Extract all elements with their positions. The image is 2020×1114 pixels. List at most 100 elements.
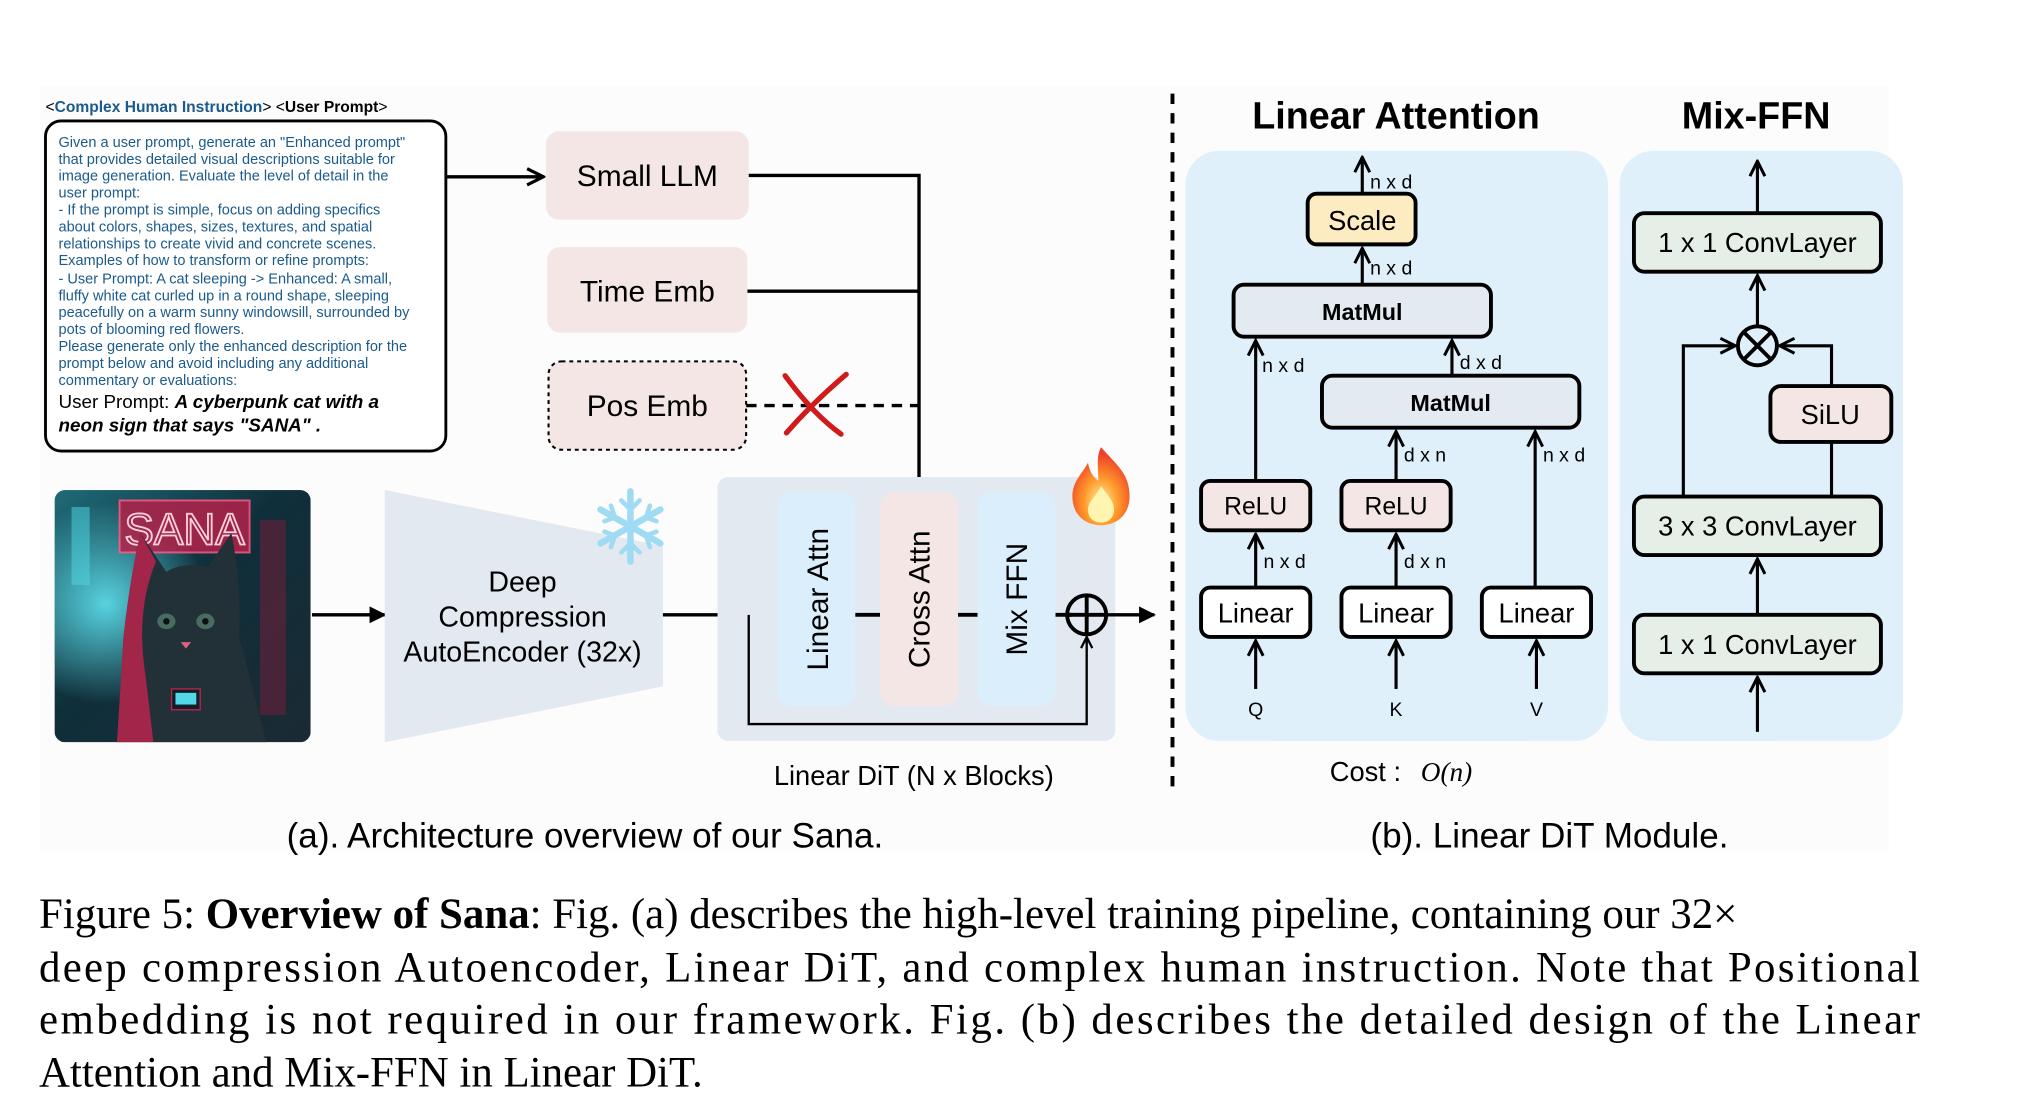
small-llm-box bbox=[545, 131, 749, 220]
conv1x1-bottom-label: 1 x 1 ConvLayer bbox=[1658, 629, 1857, 660]
dim-label: d x n bbox=[1404, 444, 1446, 466]
caption-line-3: embedding is not required in our framewo… bbox=[39, 996, 1920, 1043]
linear-attention-title: Linear Attention bbox=[1252, 95, 1540, 137]
conv1x1-top-box bbox=[1631, 211, 1883, 274]
instruction-line: pots of blooming red flowers. bbox=[58, 322, 244, 338]
dim-label: n x d bbox=[1263, 551, 1305, 573]
complex-instruction-label: Complex Human Instruction bbox=[55, 99, 263, 116]
time-emb-label: Time Emb bbox=[580, 276, 715, 309]
mix-ffn-panel bbox=[1619, 150, 1904, 741]
dim-label: n x d bbox=[1262, 355, 1304, 377]
encoder-label-1: Deep bbox=[488, 566, 556, 598]
gate-silu-path bbox=[1780, 346, 1834, 387]
multiply-icon bbox=[1735, 324, 1779, 368]
panel-a: <Complex Human Instruction> <User Prompt… bbox=[44, 99, 1156, 856]
panel-b-caption: (b). Linear DiT Module. bbox=[1370, 817, 1728, 856]
relu-q-box bbox=[1199, 479, 1313, 533]
conv3x3-box bbox=[1631, 494, 1883, 557]
instruction-line: - User Prompt: A cat sleeping -> Enhance… bbox=[58, 271, 392, 287]
small-llm-label: Small LLM bbox=[577, 160, 718, 193]
scale-label: Scale bbox=[1328, 205, 1396, 236]
cost-value: O(n) bbox=[1421, 757, 1473, 787]
user-prompt-text: A cyberpunk cat with a bbox=[174, 391, 379, 412]
matmul-inner-box bbox=[1320, 373, 1582, 430]
instruction-line: peacefully on a warm sunny windowsill, s… bbox=[58, 305, 410, 321]
instruction-line: Given a user prompt, generate an "Enhanc… bbox=[58, 135, 405, 151]
dim-label: d x d bbox=[1460, 352, 1502, 374]
instruction-line: fluffy white cat curled up in a round sh… bbox=[58, 288, 388, 304]
linear-attn-block bbox=[777, 492, 856, 706]
input-q-label: Q bbox=[1248, 699, 1263, 721]
dim-label: n x d bbox=[1543, 444, 1585, 466]
user-prompt-text-2: neon sign that says "SANA" . bbox=[58, 415, 321, 436]
input-k-label: K bbox=[1390, 699, 1403, 721]
dim-label: n x d bbox=[1370, 171, 1412, 193]
figure-caption: Figure 5: Overview of Sana: Fig. (a) des… bbox=[39, 891, 1920, 1097]
red-x-icon bbox=[782, 371, 849, 437]
autoencoder-trapezoid bbox=[384, 490, 663, 743]
instruction-line: prompt below and avoid including any add… bbox=[58, 356, 368, 372]
conv1x1-bottom-box bbox=[1631, 612, 1883, 676]
cost-label: Cost : bbox=[1330, 756, 1401, 787]
caption-line-4: Attention and Mix-FFN in Linear DiT. bbox=[39, 1050, 703, 1097]
encoder-label-3: AutoEncoder (32x) bbox=[403, 637, 641, 669]
relu-q-label: ReLU bbox=[1224, 494, 1287, 521]
user-prompt-label: User Prompt bbox=[285, 99, 379, 116]
instruction-line: user prompt: bbox=[58, 186, 140, 202]
caption-line-1-rest: : Fig. (a) describes the high-level trai… bbox=[530, 891, 1738, 938]
linear-attn-label: Linear Attn bbox=[802, 528, 835, 671]
caption-line-1: Figure 5: Overview of Sana: Fig. (a) des… bbox=[39, 891, 1737, 938]
mix-ffn-block bbox=[977, 492, 1056, 706]
cross-attn-block bbox=[880, 492, 959, 706]
matmul-top-label: MatMul bbox=[1322, 299, 1403, 325]
instruction-line: about colors, shapes, sizes, textures, a… bbox=[58, 219, 372, 235]
matmul-top-box bbox=[1231, 282, 1493, 339]
linear-q-box bbox=[1199, 585, 1313, 639]
relu-k-label: ReLU bbox=[1364, 494, 1427, 521]
time-emb-box bbox=[547, 246, 748, 333]
generated-cat-image: SANA bbox=[54, 490, 311, 743]
caption-title: Overview of Sana bbox=[206, 891, 530, 938]
instruction-line: image generation. Evaluate the level of … bbox=[58, 169, 388, 185]
instruction-line: Examples of how to transform or refine p… bbox=[58, 253, 368, 269]
input-v-label: V bbox=[1530, 699, 1543, 721]
instruction-line: commentary or evaluations: bbox=[58, 373, 237, 389]
pos-emb-box bbox=[547, 360, 748, 451]
encoder-label-2: Compression bbox=[438, 602, 606, 634]
user-prompt-line: User Prompt: A cyberpunk cat with a bbox=[58, 391, 379, 412]
pos-emb-label: Pos Emb bbox=[587, 390, 708, 423]
linear-k-label: Linear bbox=[1358, 598, 1434, 629]
cross-attn-label: Cross Attn bbox=[903, 530, 936, 668]
linear-dit-label: Linear DiT (N x Blocks) bbox=[774, 760, 1054, 791]
dim-label: n x d bbox=[1370, 257, 1412, 279]
mix-ffn-title: Mix-FFN bbox=[1682, 95, 1831, 137]
user-prompt-prefix: User Prompt: bbox=[58, 391, 169, 412]
linear-q-label: Linear bbox=[1218, 598, 1294, 629]
silu-label: SiLU bbox=[1801, 399, 1860, 430]
linear-v-label: Linear bbox=[1499, 598, 1575, 629]
snowflake-icon bbox=[597, 488, 664, 565]
instruction-box bbox=[44, 119, 448, 453]
scale-box bbox=[1305, 191, 1418, 247]
instruction-line: that provides detailed visual descriptio… bbox=[58, 152, 395, 168]
conv3x3-label: 3 x 3 ConvLayer bbox=[1658, 511, 1857, 542]
conv1x1-top-label: 1 x 1 ConvLayer bbox=[1658, 227, 1857, 258]
add-icon bbox=[1065, 593, 1109, 637]
residual-connection bbox=[747, 614, 1087, 726]
mix-ffn-label: Mix FFN bbox=[1001, 543, 1034, 656]
linear-k-box bbox=[1339, 585, 1453, 639]
linear-v-box bbox=[1479, 585, 1593, 639]
relu-k-box bbox=[1339, 479, 1453, 533]
figure-number: Figure 5: bbox=[39, 891, 195, 938]
matmul-inner-label: MatMul bbox=[1410, 390, 1491, 416]
instruction-line: relationships to create vivid and concre… bbox=[58, 236, 376, 252]
instruction-header: <Complex Human Instruction> <User Prompt… bbox=[45, 99, 387, 116]
caption-line-2: deep compression Autoencoder, Linear DiT… bbox=[39, 944, 1920, 991]
panel-b: Linear Attention n x d Scale n x d MatMu… bbox=[1185, 95, 1904, 856]
instruction-line: Please generate only the enhanced descri… bbox=[58, 339, 407, 355]
dim-label: d x n bbox=[1404, 551, 1446, 573]
connector-llm bbox=[748, 173, 921, 526]
fire-icon bbox=[1072, 447, 1130, 526]
instruction-text: Given a user prompt, generate an "Enhanc… bbox=[58, 135, 410, 389]
